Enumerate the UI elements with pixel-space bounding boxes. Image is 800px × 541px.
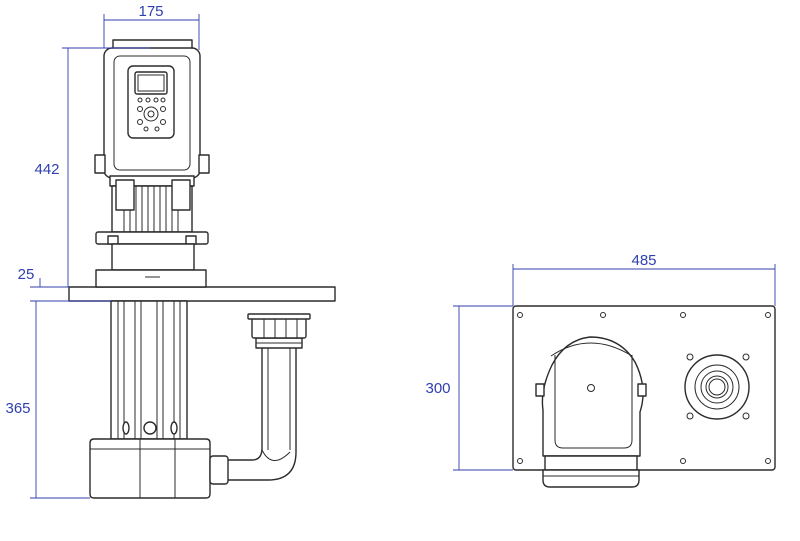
pump-columns <box>110 300 188 440</box>
dim-plate-thickness: 25 <box>18 266 35 283</box>
control-panel <box>127 65 175 139</box>
motor-top-outline <box>535 336 647 488</box>
outlet-top-outline <box>684 353 750 420</box>
dim-immersion-depth: 365 <box>5 400 30 417</box>
mounting-plate <box>68 286 336 302</box>
pump-casing <box>89 438 211 499</box>
outlet-pipe <box>209 313 311 485</box>
side-view <box>68 39 336 499</box>
motor <box>94 39 210 245</box>
top-view <box>512 305 776 488</box>
dim-base-width: 485 <box>631 252 656 269</box>
dim-motor-width: 175 <box>138 3 163 20</box>
dim-total-height: 442 <box>34 161 59 178</box>
dim-base-height: 300 <box>425 380 450 397</box>
dimension-lines <box>30 14 776 499</box>
dimension-labels: 175 442 25 365 485 300 <box>5 3 656 417</box>
